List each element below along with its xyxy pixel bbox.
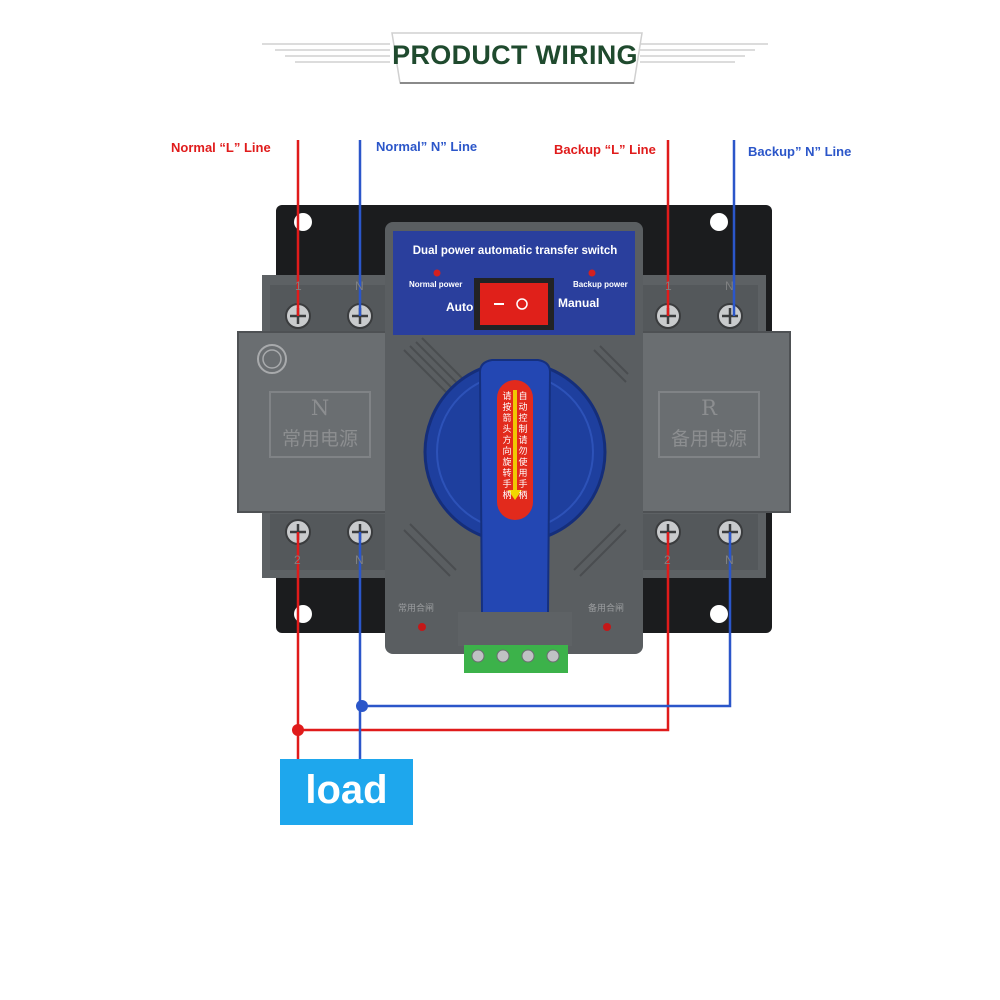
embossed-box-right [658,391,760,458]
embossed-letter-left: N [310,396,330,420]
handle-text-left: 请按箭头方向旋转手柄 [502,392,512,501]
label-backup-l: Backup “L” Line [554,142,656,157]
normal-power-label: Normal power [409,280,463,289]
junction-red [292,724,304,736]
junction-blue [356,700,368,712]
terminal-label: N [725,279,734,293]
header-stripes [262,43,768,63]
normal-close-lamp [418,623,426,631]
aux-terminal-block [458,612,572,646]
panel-title: Dual power automatic transfer switch [412,245,618,257]
manual-label: Manual [558,296,600,310]
wires [296,140,736,760]
backup-power-lamp [588,269,596,277]
label-normal-n: Normal” N” Line [376,139,478,154]
normal-power-lamp [433,269,441,277]
embossed-text-right: 备用电源 [670,428,747,450]
lamp-label-left: 常用合闸 [398,604,435,614]
embossed-text-left: 常用电源 [281,428,358,450]
label-backup-n: Backup” N” Line [748,144,852,159]
mount-hole [710,605,728,623]
page-title: PRODUCT WIRING [392,40,638,70]
ccc-logo [257,344,287,374]
load-box [280,759,413,825]
terminal-screws [285,303,743,545]
lamp-label-right: 备用合闸 [588,604,625,614]
terminal-label: N [725,553,734,567]
load-label: load [305,768,388,812]
terminal-label: 2 [664,553,671,567]
terminal-label: 1 [295,279,302,293]
backup-close-lamp [603,623,611,631]
mount-hole [294,213,312,231]
handle-text-right: 自动控制请勿使用手柄 [518,392,528,501]
auto-label: Auto [446,300,474,314]
mount-hole [710,213,728,231]
embossed-box-left [269,391,371,458]
arrow-indicator [508,490,522,500]
label-normal-l: Normal “L” Line [171,140,271,155]
backup-power-label: Backup power [573,280,628,289]
terminal-label: 2 [294,553,301,567]
vent-grill [403,337,629,577]
mount-hole [294,605,312,623]
embossed-letter-right: R [701,396,717,420]
terminal-label: N [355,279,364,293]
terminal-label: 1 [665,279,672,293]
terminal-label: N [355,553,364,567]
